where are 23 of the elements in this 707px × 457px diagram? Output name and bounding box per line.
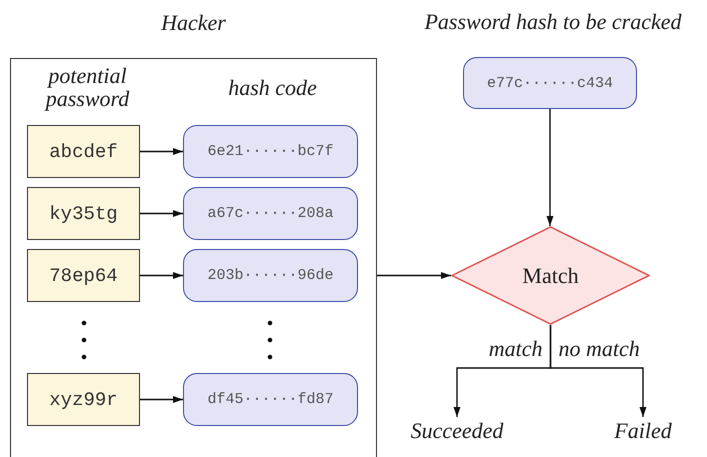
password-box: xyz99r: [27, 373, 140, 426]
password-box: abcdef: [27, 125, 140, 178]
outcome-text: Failed: [608, 417, 678, 445]
hash-code-box: df45······fd87: [183, 373, 358, 426]
password-box: 78ep64: [27, 249, 140, 302]
arrow: [377, 272, 451, 279]
heading-text: hash code: [227, 76, 318, 100]
outcome-text: Succeeded: [400, 417, 514, 445]
arrow: [140, 210, 183, 217]
password-box: ky35tg: [27, 187, 140, 240]
arrow: [140, 272, 183, 279]
arrow: [140, 148, 183, 155]
heading-text: potential password: [44, 64, 130, 110]
hash-code-box: 6e21······bc7f: [183, 125, 358, 178]
hash-code-box: a67c······208a: [183, 187, 358, 240]
arrow: [140, 396, 183, 403]
decision-label: Match: [522, 262, 579, 288]
hash-code-box: e77c······c434: [463, 57, 637, 109]
hash-code-box: 203b······96de: [183, 249, 358, 302]
panel-heading: Hacker: [160, 10, 227, 36]
heading-text: Password hash to be cracked: [423, 10, 683, 34]
arrow: [546, 109, 554, 226]
arrow: [550, 325, 646, 417]
